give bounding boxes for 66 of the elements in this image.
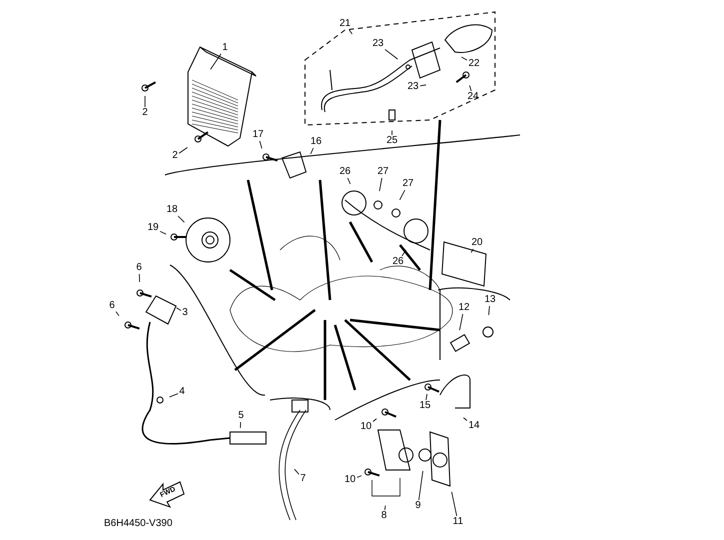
callout-number: 3 (181, 307, 189, 319)
callout-number: 17 (251, 129, 265, 141)
leader-line (459, 314, 464, 331)
callout-number: 8 (380, 510, 388, 522)
callout-number: 20 (470, 237, 484, 249)
part-code: B6H4450-V390 (104, 518, 172, 529)
callout-number: 11 (451, 516, 465, 528)
leader-line (160, 230, 166, 235)
callout-number: 5 (237, 410, 245, 422)
leader-line (347, 178, 351, 184)
leader-line (488, 306, 490, 316)
leader-line (379, 178, 382, 192)
leader-line (418, 470, 424, 500)
leader-line (178, 147, 188, 154)
leader-line (138, 274, 140, 282)
leader-line (399, 190, 406, 200)
callout-number: 19 (146, 222, 160, 234)
callout-number: 14 (467, 420, 481, 432)
leader-line (259, 140, 262, 149)
leader-line (402, 250, 406, 256)
leader-line (178, 216, 185, 223)
leader-line (176, 307, 182, 311)
leader-line (426, 394, 428, 400)
leader-line (451, 491, 458, 516)
callout-number: 24 (466, 91, 480, 103)
callout-number: 10 (343, 474, 357, 486)
callout-number: 15 (418, 400, 432, 412)
leader-line (348, 30, 353, 34)
callout-number: 1 (221, 42, 229, 54)
leader-line (144, 96, 146, 108)
leader-line (420, 84, 426, 86)
leader-line (470, 248, 474, 253)
callout-number: 26 (391, 256, 405, 268)
callout-number: 23 (406, 81, 420, 93)
leader-line (310, 148, 314, 154)
callout-number: 6 (135, 262, 143, 274)
leader-line (384, 505, 386, 510)
leader-line (169, 393, 178, 398)
leader-line (372, 418, 377, 422)
leader-line (469, 85, 472, 92)
callout-number: 25 (385, 135, 399, 147)
leader-line (294, 468, 300, 475)
callout-number: 7 (299, 473, 307, 485)
leader-line (210, 54, 222, 70)
callout-number: 27 (376, 166, 390, 178)
leader-line (384, 48, 398, 60)
callout-number: 6 (108, 300, 116, 312)
callout-number: 10 (359, 421, 373, 433)
callout-number: 2 (141, 107, 149, 119)
leader-line (461, 56, 468, 60)
callout-number: 16 (309, 136, 323, 148)
leader-line (356, 475, 362, 478)
callout-number: 21 (338, 18, 352, 30)
callout-number: 22 (467, 58, 481, 70)
leader-line (463, 417, 468, 421)
callout-number: 23 (371, 38, 385, 50)
callout-number: 13 (483, 294, 497, 306)
callout-number: 2 (171, 150, 179, 162)
leader-line (116, 311, 120, 316)
leader-line (240, 422, 242, 428)
callout-number: 18 (165, 204, 179, 216)
callout-number: 26 (338, 166, 352, 178)
callout-number: 9 (414, 500, 422, 512)
callout-number: 27 (401, 178, 415, 190)
callout-number: 12 (457, 302, 471, 314)
callout-number: 4 (178, 386, 186, 398)
